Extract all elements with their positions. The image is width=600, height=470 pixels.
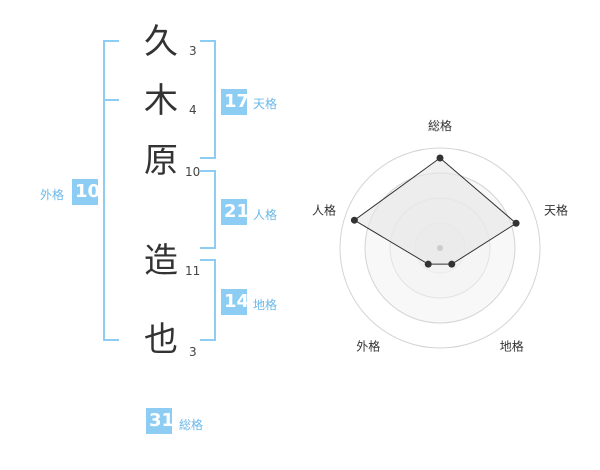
name-char-5: 也 [144, 320, 178, 360]
stroke-count-2: 4 [189, 103, 197, 117]
gaikaku-bracket [103, 40, 119, 341]
tenkaku-value: 17 [221, 89, 249, 115]
tenkaku-bracket [200, 40, 216, 159]
radar-point-5 [350, 216, 358, 224]
stroke-count-5: 3 [189, 345, 197, 359]
name-char-2: 木 [144, 81, 178, 121]
stroke-count-1: 3 [189, 44, 197, 58]
stroke-count-3: 10 [185, 165, 201, 179]
chikaku-bracket [200, 259, 216, 341]
soukaku-label: 総格 [179, 418, 204, 432]
gaikaku-bracket-tick [103, 99, 119, 101]
radar-point-4 [424, 260, 432, 268]
jinkaku-label: 人格 [253, 208, 278, 222]
jinkaku-bracket [200, 170, 216, 249]
radar-axis-label-1: 総格 [428, 118, 452, 133]
name-char-3: 原 [144, 141, 178, 181]
gaikaku-label: 外格 [40, 188, 65, 202]
gaikaku-value: 10 [72, 179, 100, 205]
jinkaku-value: 21 [221, 199, 249, 225]
radar-axis-label-2: 天格 [544, 202, 568, 217]
stroke-count-4: 11 [185, 264, 201, 278]
radar-ring-4 [339, 147, 541, 349]
radar-polygon [353, 157, 517, 265]
name-char-4: 造 [144, 241, 178, 281]
radar-axis-label-3: 地格 [500, 339, 524, 354]
chikaku-label: 地格 [253, 298, 278, 312]
name-char-1: 久 [144, 22, 178, 62]
chikaku-value: 14 [221, 289, 249, 315]
radar-axis-label-4: 外格 [356, 339, 380, 354]
soukaku-value: 31 [146, 408, 174, 434]
radar-axis-label-5: 人格 [312, 202, 336, 217]
radar-point-2 [512, 219, 520, 227]
radar-points [350, 154, 520, 268]
radar-center-dot [437, 245, 443, 251]
radar-point-1 [436, 154, 444, 162]
tenkaku-label: 天格 [253, 97, 278, 111]
radar-point-3 [448, 260, 456, 268]
